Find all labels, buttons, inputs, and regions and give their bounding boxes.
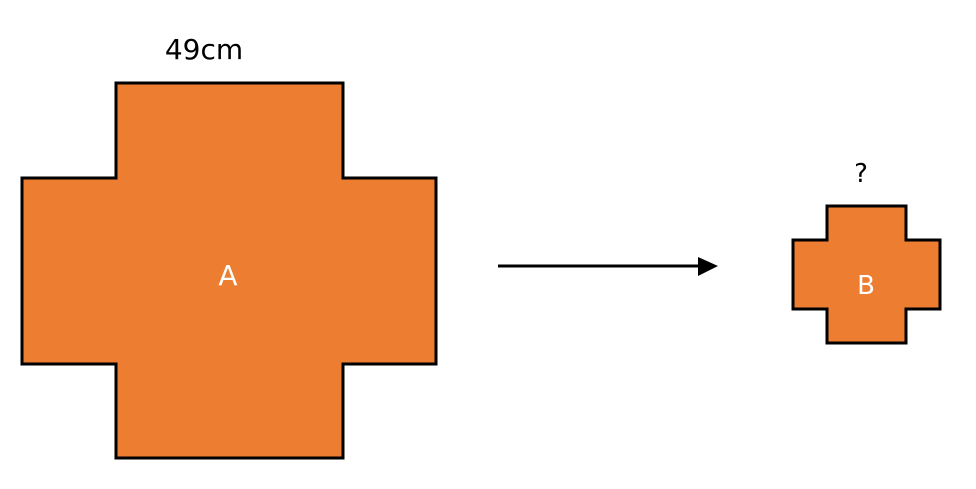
arrow-head-icon — [698, 257, 718, 276]
shape-a-cross — [20, 81, 438, 460]
shape-b-dimension-label: ? — [854, 159, 868, 189]
shape-a-label: A — [218, 259, 237, 292]
shape-a-dimension-label: 49cm — [165, 33, 243, 66]
shape-b-cross — [791, 204, 942, 345]
shape-b-label: B — [857, 271, 875, 301]
